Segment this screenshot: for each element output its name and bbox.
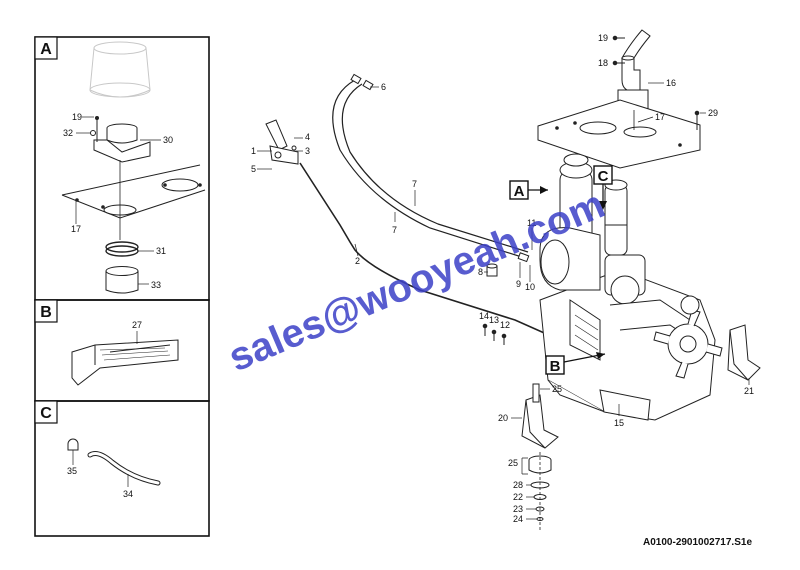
throttle-cable — [299, 162, 611, 361]
panel-c: C 35 34 — [34, 400, 210, 537]
part-labels: 1 2 3 4 5 6 7 7 8 9 10 11 12 13 14 15 16… — [251, 33, 754, 524]
engine-mount-21 — [727, 324, 761, 381]
panel-a-letter: A — [40, 41, 52, 58]
label-6: 6 — [381, 82, 386, 92]
drawing-reference-code: A0100-2901002717.S1e — [643, 537, 752, 548]
label-21: 21 — [744, 386, 754, 396]
label-10: 10 — [525, 282, 535, 292]
bolts-12-14 — [482, 323, 507, 345]
label-13: 13 — [489, 315, 499, 325]
label-34: 34 — [123, 489, 133, 499]
hose-fittings — [350, 73, 530, 263]
rubber-sleeve — [105, 266, 139, 294]
label-20: 20 — [498, 413, 508, 423]
air-filter-canister — [89, 41, 151, 98]
label-19-panel-a: 19 — [72, 112, 82, 122]
label-25-upper: 25 — [552, 384, 562, 394]
label-29: 29 — [708, 108, 718, 118]
label-1: 1 — [251, 146, 256, 156]
label-35: 35 — [67, 466, 77, 476]
label-25-lower: 25 — [508, 458, 518, 468]
label-33: 33 — [151, 280, 161, 290]
engine-assembly — [539, 153, 723, 421]
panel-c-letter: C — [40, 405, 52, 422]
clip-35 — [67, 438, 79, 451]
label-30: 30 — [163, 135, 173, 145]
label-22: 22 — [513, 492, 523, 502]
cover-plate-17 — [537, 99, 701, 169]
label-17: 17 — [655, 112, 665, 122]
label-5: 5 — [251, 164, 256, 174]
label-7-upper: 7 — [412, 179, 417, 189]
callout-a-letter: A — [514, 183, 525, 200]
callout-c-letter: C — [598, 168, 609, 185]
panel-b-letter: B — [40, 304, 52, 321]
label-17-panel-a: 17 — [71, 224, 81, 234]
label-28: 28 — [513, 480, 523, 490]
label-32: 32 — [63, 128, 73, 138]
label-27: 27 — [132, 320, 142, 330]
label-15: 15 — [614, 418, 624, 428]
throttle-lever — [265, 119, 299, 165]
exhaust-stack — [617, 29, 651, 111]
mount-plate — [61, 164, 206, 219]
hose-clamp — [105, 241, 139, 257]
engine-mount-20 — [521, 383, 559, 449]
label-12: 12 — [500, 320, 510, 330]
bolt-29 — [694, 110, 700, 130]
label-18: 18 — [598, 58, 608, 68]
label-9: 9 — [516, 279, 521, 289]
panel-a: A — [34, 36, 210, 301]
label-11: 11 — [527, 218, 536, 228]
label-16: 16 — [666, 78, 676, 88]
label-19: 19 — [598, 33, 608, 43]
callout-a: A — [509, 180, 548, 200]
bolts-18-19 — [612, 35, 625, 66]
label-8: 8 — [478, 267, 483, 277]
panel-b: B 27 — [34, 299, 210, 402]
callout-b-letter: B — [550, 358, 561, 375]
label-7-lower: 7 — [392, 225, 397, 235]
hose-pair — [332, 79, 529, 259]
bracket-27 — [71, 339, 179, 386]
label-24: 24 — [513, 514, 523, 524]
label-4: 4 — [305, 132, 310, 142]
label-2: 2 — [355, 256, 360, 266]
hose-34 — [87, 451, 161, 486]
callout-b: B — [545, 352, 606, 375]
callout-c: C — [593, 165, 613, 210]
label-3: 3 — [305, 146, 310, 156]
part-8-cap — [486, 263, 498, 277]
filter-cap — [93, 123, 151, 163]
label-23: 23 — [513, 504, 523, 514]
label-31: 31 — [156, 246, 166, 256]
label-14: 14 — [479, 311, 489, 321]
